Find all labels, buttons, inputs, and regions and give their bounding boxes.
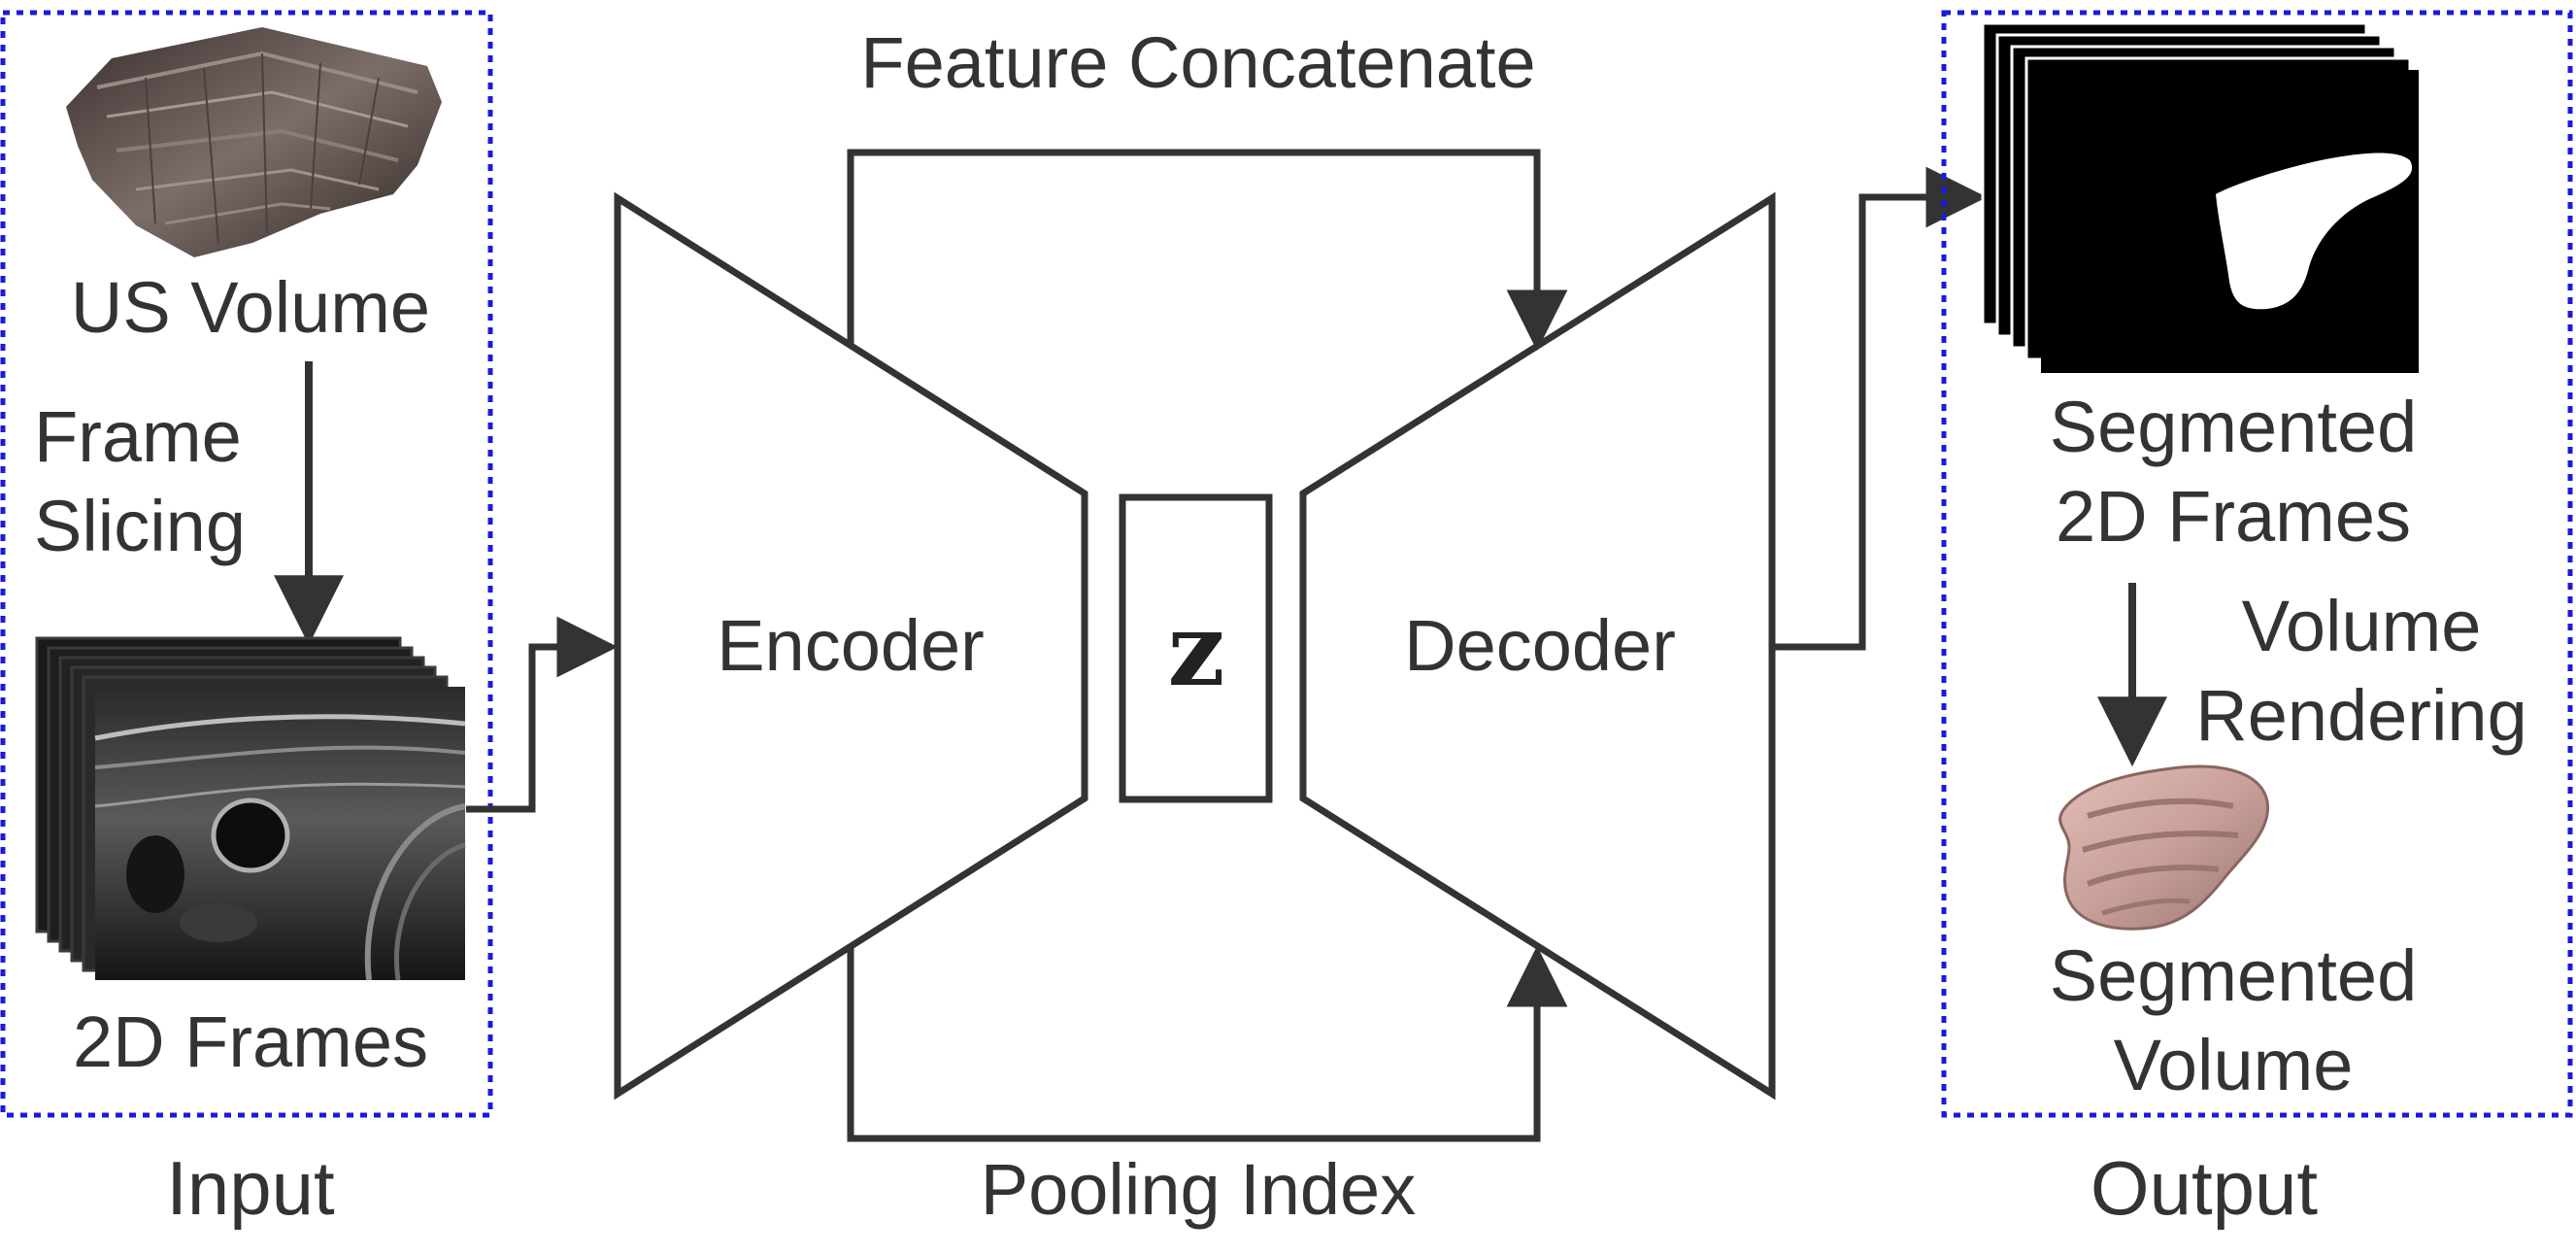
output-panel-caption: Output	[2091, 1145, 2318, 1231]
feature-concatenate-label: Feature Concatenate	[860, 22, 1535, 103]
pooling-index-label: Pooling Index	[981, 1149, 1416, 1230]
input-to-encoder-arrow	[466, 616, 619, 813]
input-frames-label: 2D Frames	[73, 1001, 428, 1082]
decoder-block	[1299, 191, 1776, 1101]
segmented-frames-label-line2: 2D Frames	[2056, 476, 2411, 557]
feature-concatenate-arrow	[847, 149, 1568, 352]
us-volume-icon	[66, 27, 442, 257]
input-panel-border	[0, 10, 493, 1118]
decoder-label: Decoder	[1404, 605, 1676, 686]
latent-z-label: z	[1167, 590, 1224, 709]
frame-slicing-label-line1: Frame	[34, 396, 242, 477]
output-panel-border	[1941, 10, 2573, 1118]
segmented-volume-label-line1: Segmented	[2050, 935, 2418, 1016]
input-panel-caption: Input	[166, 1145, 335, 1231]
volume-rendering-label-line1: Volume	[2242, 586, 2482, 666]
segmented-frames-label-line1: Segmented	[2050, 387, 2418, 467]
encoder-block	[614, 191, 1088, 1101]
frame-slicing-label-line2: Slicing	[34, 486, 246, 566]
decoder-to-output-arrow	[1775, 166, 1988, 651]
ultrasound-frames-stack-icon	[35, 636, 466, 981]
segmented-volume-label-line2: Volume	[2114, 1025, 2354, 1105]
segmentation-mask-stack-icon	[1981, 21, 2419, 373]
pooling-index-arrow	[847, 945, 1568, 1142]
latent-z-block	[1119, 493, 1273, 803]
rendered-volume-mesh-icon	[2058, 764, 2270, 931]
us-volume-label: US Volume	[71, 267, 430, 348]
volume-rendering-label-line2: Rendering	[2195, 675, 2526, 756]
encoder-label: Encoder	[717, 605, 985, 686]
